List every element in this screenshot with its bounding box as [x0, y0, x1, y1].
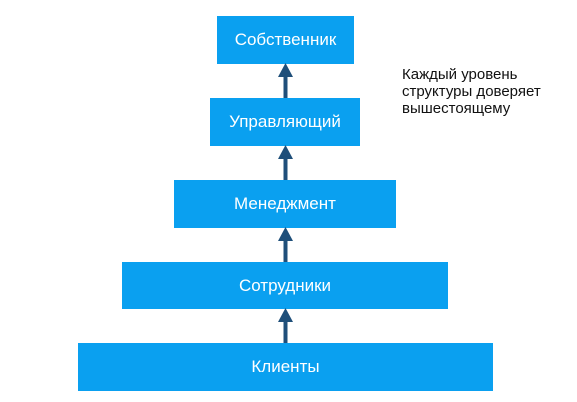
level-management-box: Менеджмент	[174, 180, 396, 228]
arrow-up-icon	[278, 63, 293, 98]
annotation-text: Каждый уровень структуры доверяет вышест…	[402, 66, 541, 117]
level-clients-box: Клиенты	[78, 343, 493, 391]
arrow-up-icon	[278, 227, 293, 262]
level-clients-label: Клиенты	[251, 357, 320, 376]
level-management-label: Менеджмент	[234, 194, 336, 213]
level-manager-label: Управляющий	[229, 112, 341, 131]
arrow-up-icon	[278, 145, 293, 180]
level-owner-box: Собственник	[217, 16, 354, 64]
level-employees-label: Сотрудники	[238, 275, 332, 295]
arrow-up-icon	[278, 308, 293, 343]
level-employees-box: Сотрудники	[122, 262, 448, 309]
level-manager-box: Управляющий	[210, 98, 360, 146]
level-owner-label: Собственник	[234, 30, 337, 49]
